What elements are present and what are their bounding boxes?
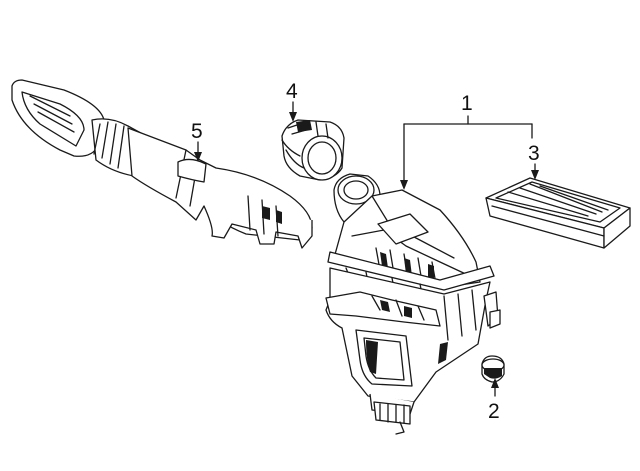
callout-leaders [194, 101, 539, 397]
part-1-air-cleaner-housing[interactable] [325, 173, 501, 435]
callout-4: 4 [286, 80, 298, 103]
arrowhead-2 [491, 378, 499, 388]
arrowhead-3 [531, 170, 539, 180]
callout-5: 5 [191, 120, 203, 143]
callout-1: 1 [461, 92, 473, 115]
part-5-intake-duct[interactable] [11, 79, 313, 249]
part-3-filter-element[interactable] [485, 177, 631, 249]
part-2-grommet[interactable] [481, 355, 505, 383]
arrowhead-4 [289, 112, 297, 122]
part-4-inlet-adapter[interactable] [281, 119, 345, 181]
arrowhead-5 [194, 152, 202, 162]
callout-2: 2 [488, 400, 500, 423]
callout-3: 3 [528, 142, 540, 165]
callout-labels: 1 3 4 5 2 [191, 80, 540, 423]
arrowhead-1-left [400, 180, 408, 190]
